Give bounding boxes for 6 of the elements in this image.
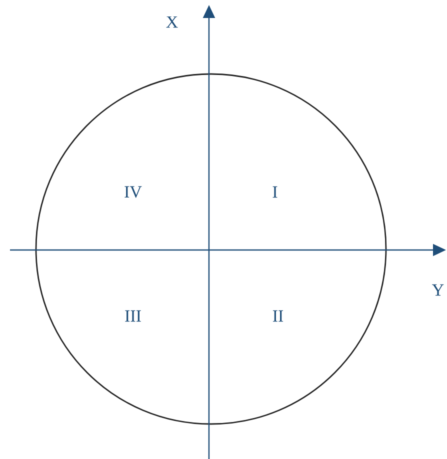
axis-label: Y <box>432 284 444 296</box>
quadrant-label: II <box>272 310 284 322</box>
axis-label: X <box>166 16 178 28</box>
quadrant-label: III <box>125 310 141 322</box>
quadrant-label: IV <box>124 186 142 198</box>
quadrant-label: I <box>272 186 278 198</box>
